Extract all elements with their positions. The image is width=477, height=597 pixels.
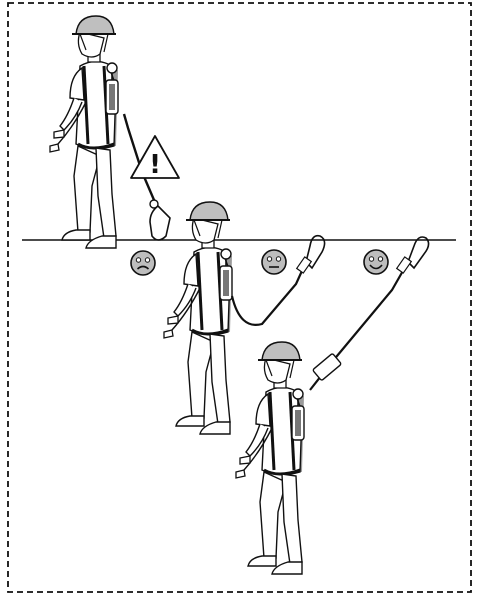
worker-anchor-above (236, 237, 429, 574)
happy-face-icon (364, 250, 388, 274)
worker-anchor-below (50, 16, 170, 248)
neutral-face-icon (262, 250, 286, 274)
warning-symbol: ! (149, 150, 161, 180)
sad-face-icon (131, 251, 155, 275)
snap-hook (408, 237, 429, 268)
snap-hook (150, 206, 170, 240)
